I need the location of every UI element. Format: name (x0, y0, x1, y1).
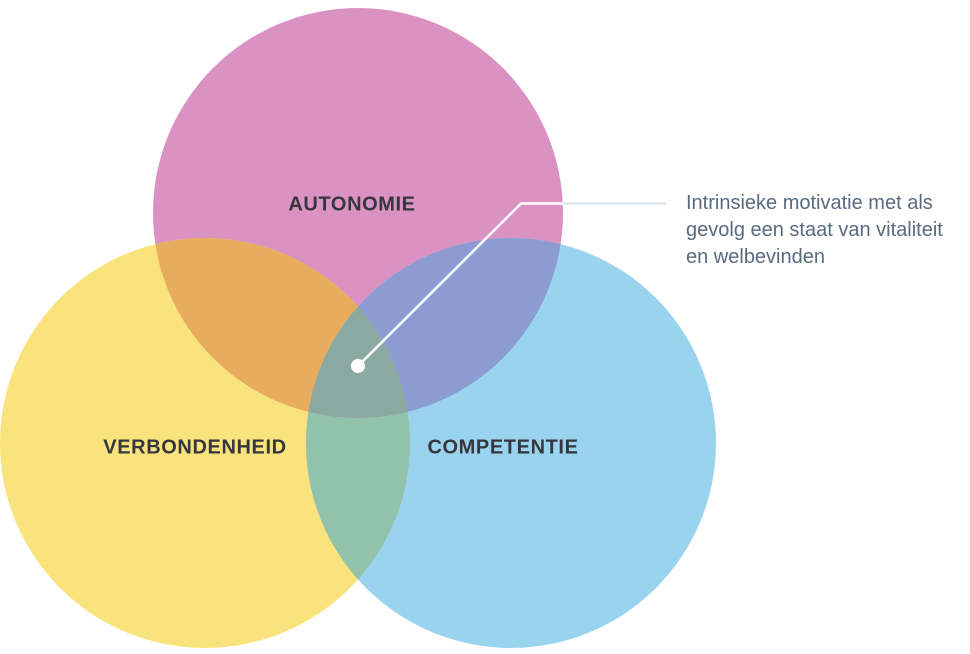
overlap-autonomie-verbondenheid (153, 238, 410, 418)
annotation-line-2: gevolg een staat van vitaliteit (686, 219, 943, 241)
callout-line-inner (357, 202, 563, 367)
label-autonomie: AUTONOMIE (288, 193, 416, 216)
label-verbondenheid: VERBONDENHEID (103, 436, 287, 459)
callout-annotation: Intrinsieke motivatie met als gevolg een… (686, 190, 943, 271)
annotation-line-1: Intrinsieke motivatie met als (686, 192, 933, 214)
callout-dot (351, 359, 365, 373)
overlap-autonomie-competentie (306, 238, 563, 418)
annotation-line-3: en welbevinden (686, 246, 825, 268)
label-competentie: COMPETENTIE (427, 436, 579, 459)
